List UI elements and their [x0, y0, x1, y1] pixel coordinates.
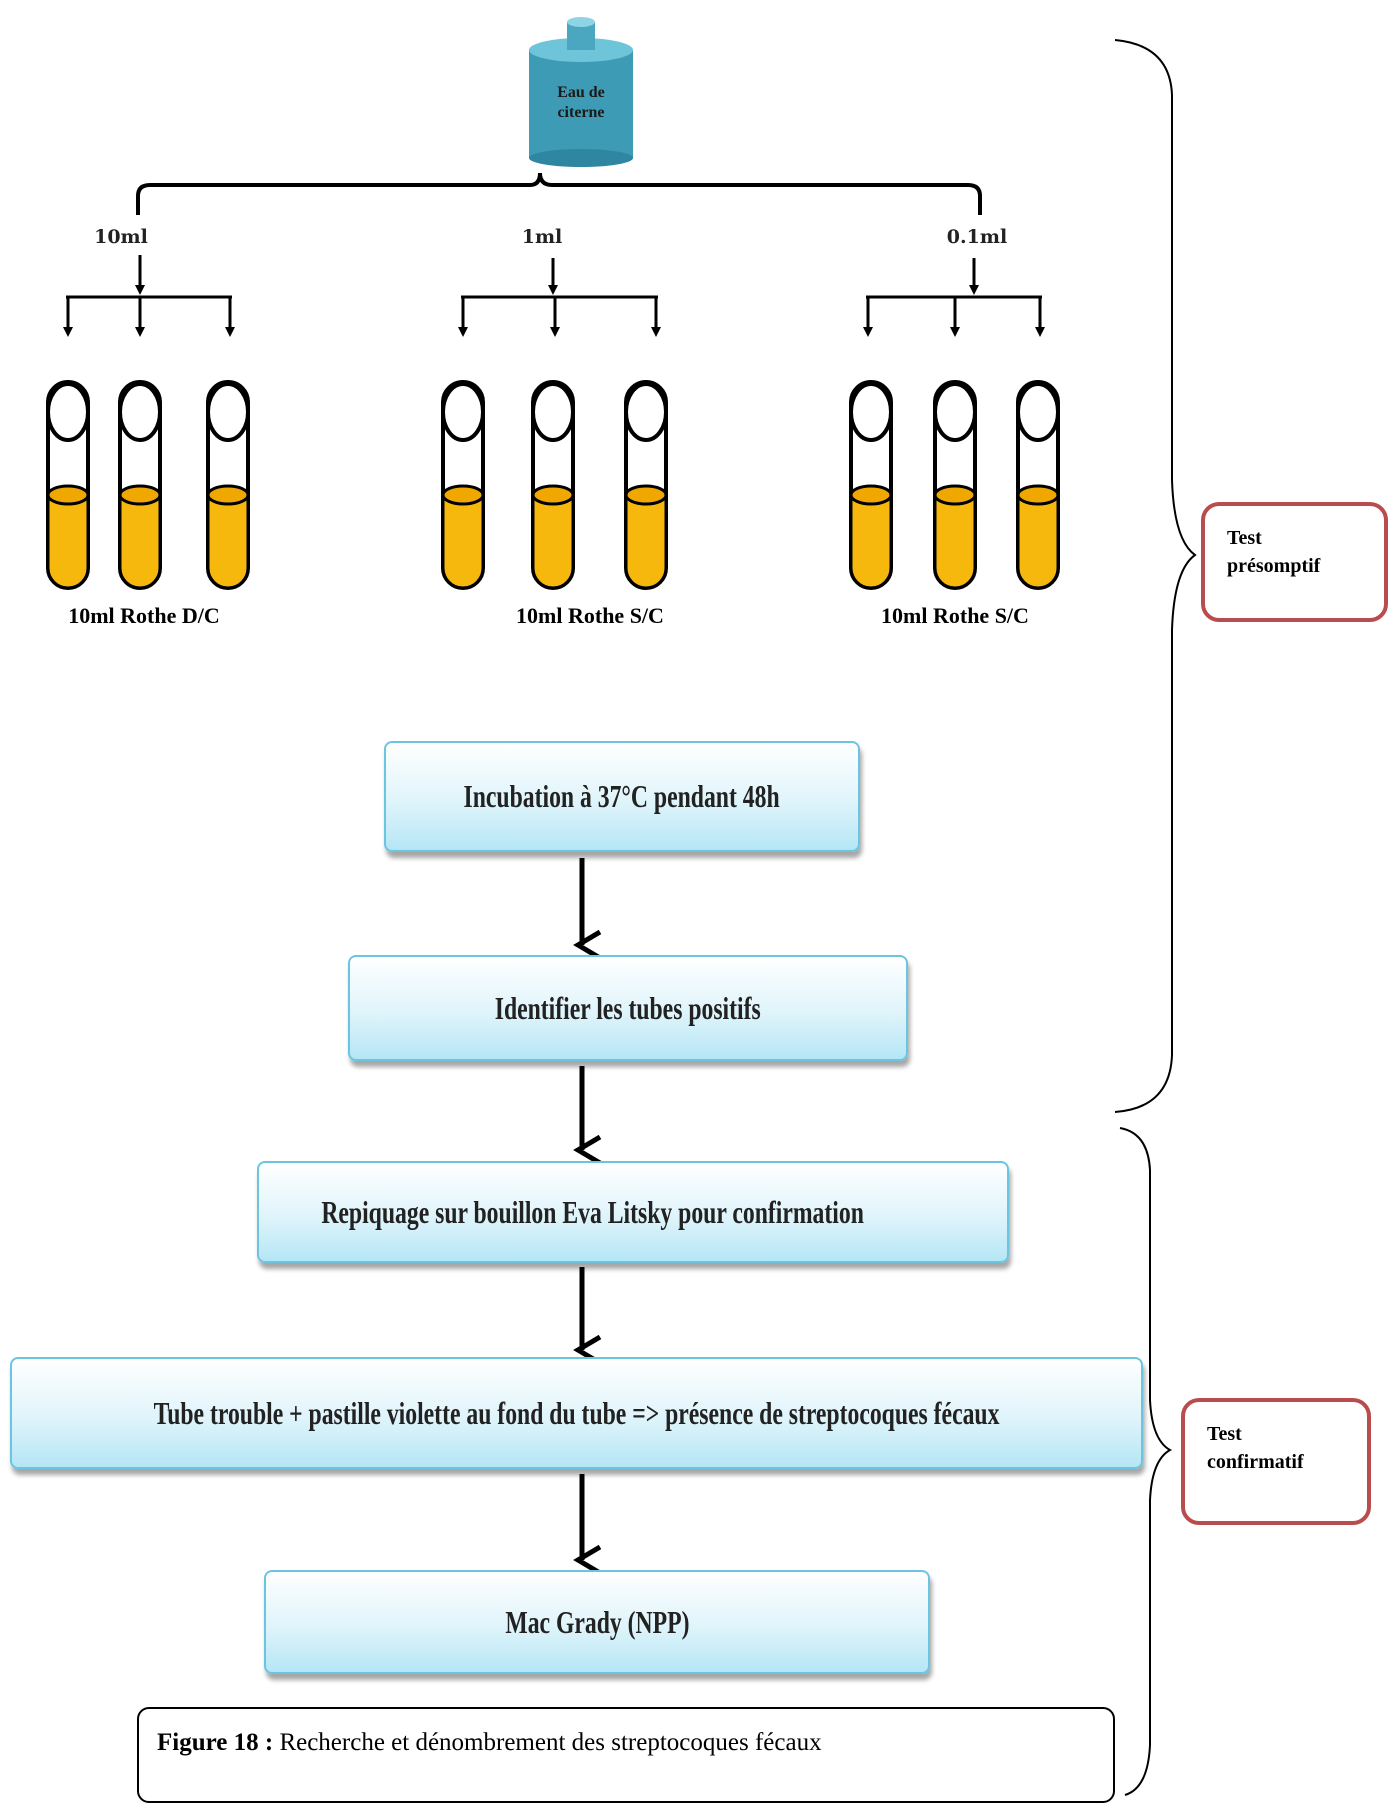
tube-label-group-3: 10ml Rothe S/C — [881, 603, 1029, 628]
water-tank-icon — [529, 17, 633, 167]
test-tube-7 — [849, 380, 893, 590]
tube-label-group-2: 10ml Rothe S/C — [516, 603, 664, 628]
test-tube-5 — [531, 380, 575, 590]
step-mac-grady-label: Mac Grady (NPP) — [504, 1603, 690, 1640]
volume-label-10ml: 10ml — [94, 226, 148, 248]
step-mac-grady: Mac Grady (NPP) — [264, 1570, 930, 1674]
test-tube-8 — [933, 380, 977, 590]
brace-presumptive — [1114, 39, 1197, 1113]
phase-confirmatory-line2: confirmatif — [1207, 1451, 1304, 1473]
volume-label-1ml: 1ml — [522, 226, 563, 248]
phase-presumptive-line2: présomptif — [1227, 555, 1321, 577]
tank-label-line1: Eau de — [557, 84, 605, 101]
test-tubes — [46, 380, 1060, 590]
test-tube-6 — [624, 380, 668, 590]
figure-caption: Figure 18 : Recherche et dénombrement de… — [137, 1707, 1115, 1803]
phase-confirmatory-line1: Test — [1207, 1423, 1242, 1445]
step-incubation: Incubation à 37°C pendant 48h — [384, 741, 860, 852]
test-tube-1 — [46, 380, 90, 590]
tank-label-line2: citerne — [557, 104, 604, 121]
phase-presumptive-box: Test présomptif — [1201, 502, 1388, 622]
splitter-arrows-group-3 — [863, 258, 1045, 337]
step-subculture-label: Repiquage sur bouillon Eva Litsky pour c… — [321, 1193, 865, 1230]
phase-presumptive-line1: Test — [1227, 527, 1262, 549]
brace-confirmatory — [1119, 1127, 1173, 1796]
step-incubation-label: Incubation à 37°C pendant 48h — [463, 778, 781, 814]
tube-label-group-1: 10ml Rothe D/C — [68, 603, 220, 628]
test-tube-2 — [118, 380, 162, 590]
figure-caption-label: Figure 18 : — [157, 1729, 274, 1756]
figure-caption-text: Recherche et dénombrement des streptocoq… — [273, 1729, 822, 1756]
step-observation: Tube trouble + pastille violette au fond… — [10, 1357, 1143, 1469]
volume-label-0-1ml: 0.1ml — [947, 226, 1007, 248]
step-identify-positive-tubes: Identifier les tubes positifs — [348, 955, 908, 1061]
step-subculture: Repiquage sur bouillon Eva Litsky pour c… — [257, 1161, 1009, 1263]
test-tube-3 — [206, 380, 250, 590]
distribution-brace — [136, 172, 982, 215]
splitter-arrows-group-1 — [63, 255, 235, 337]
test-tube-4 — [441, 380, 485, 590]
test-tube-9 — [1016, 380, 1060, 590]
step-identify-label: Identifier les tubes positifs — [495, 989, 761, 1026]
step-observation-label: Tube trouble + pastille violette au fond… — [153, 1394, 1000, 1431]
phase-confirmatory-box: Test confirmatif — [1181, 1398, 1371, 1525]
splitter-arrows-group-2 — [458, 258, 661, 337]
